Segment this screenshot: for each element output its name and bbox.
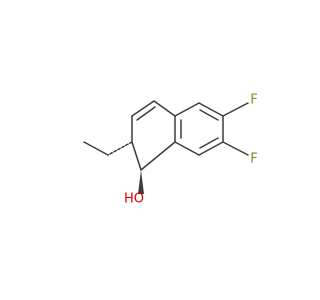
bond-c8a-c1 (140, 141, 176, 171)
bond-c7-c8 (198, 141, 224, 156)
hashed-wedge-bond-ethyl (107, 141, 133, 156)
fluorine-upper-label: F (250, 93, 257, 108)
bond-c7-c8-double (199, 137, 219, 149)
bond-c1-c2 (131, 141, 142, 171)
bond-c3-c4-double (136, 106, 156, 121)
bond-c3-c4 (131, 100, 155, 117)
bond-c6-f-upper (222, 102, 249, 117)
bond-c8-c8a (174, 141, 200, 156)
bond-c4a-c5 (174, 102, 200, 117)
molecule-structure-diagram: HO F F (83, 93, 258, 207)
bond-ethyl (83, 141, 109, 156)
bond-c4-c4a (153, 100, 176, 117)
fluorine-lower-label: F (250, 152, 257, 167)
bond-c5-c6 (198, 102, 224, 117)
oxygen-label: HO (124, 192, 144, 207)
bond-c5-c6-double (199, 109, 219, 121)
bond-c7-f-lower (222, 141, 249, 156)
solid-wedge-bond-oh (138, 170, 144, 194)
